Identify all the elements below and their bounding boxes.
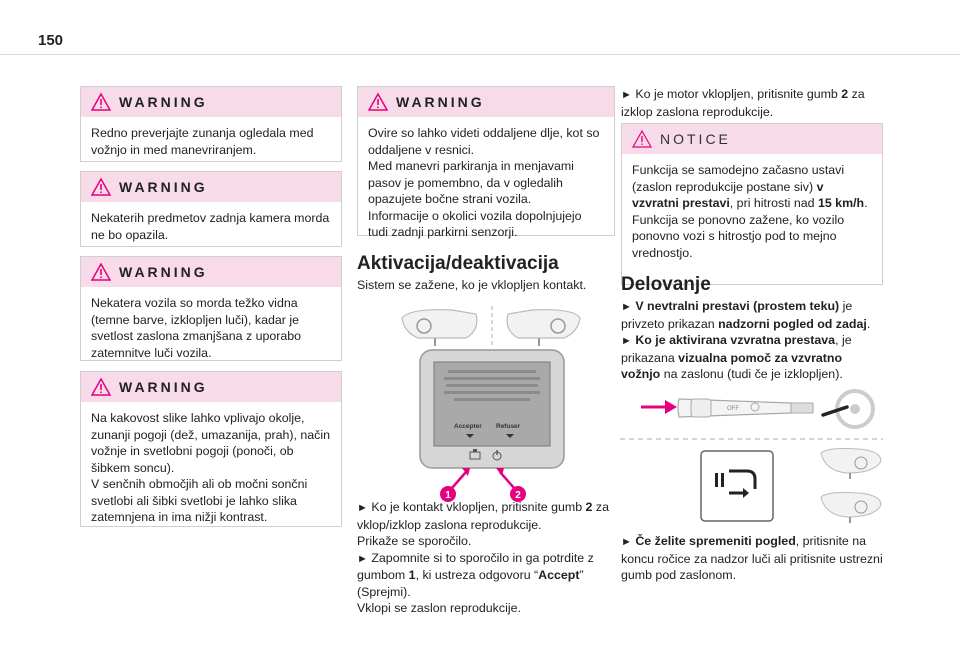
notice-triangle-icon — [632, 130, 652, 148]
warning-box-distance: WARNING Ovire so lahko videti oddaljene … — [357, 86, 615, 239]
warning-label: WARNING — [119, 379, 208, 395]
op1-text: je privzeto prikazan — [621, 299, 853, 331]
notice-text-restart: Funkcija se ponovno zažene, ko vozilo po… — [632, 212, 845, 260]
op2-bold: Ko je aktivirana vzvratna prestava — [635, 333, 836, 347]
camera-screen-illustration: Accepter Refuser 1 2 — [401, 306, 581, 502]
mirror-view-top-icon — [820, 448, 882, 479]
screen-on-line: Vklopi se zaslon reprodukcije. — [357, 601, 521, 615]
notice-label: NOTICE — [660, 131, 731, 147]
notice-text: Funkcija se samodejno začasno ustavi (za… — [622, 154, 882, 269]
op1-end: . — [866, 316, 871, 331]
notice-box: NOTICE Funkcija se samodejno začasno ust… — [621, 123, 883, 285]
warning-label: WARNING — [119, 179, 208, 195]
warning-triangle-icon — [91, 263, 111, 281]
notice-text-bold-2: 15 km/h — [817, 196, 865, 210]
op3-text: , pritisnite na koncu ročice za nadzor l… — [621, 534, 883, 582]
notice-header: NOTICE — [622, 124, 882, 154]
bullet-arrow: ► — [621, 536, 632, 548]
callout-arrow-1: 1 — [440, 468, 470, 502]
warning-triangle-icon — [368, 93, 388, 111]
bullet-arrow: ► — [357, 552, 368, 565]
warning-header: WARNING — [81, 87, 341, 117]
warning-triangle-icon — [91, 93, 111, 111]
op3-bold: Če želite spremeniti pogled — [635, 534, 796, 548]
deactivation-text-end: za izklop zaslona reprodukcije. — [621, 87, 865, 119]
power-button-icon[interactable] — [492, 450, 502, 461]
screen-refuse-label[interactable]: Refuser — [496, 423, 521, 430]
op2-text: , je prikazana — [621, 333, 852, 365]
screen-accept-label[interactable]: Accepter — [454, 423, 482, 430]
notice-text-1: Funkcija se samodejno začasno ustavi (za… — [632, 163, 845, 194]
message-line: Prikaže se sporočilo. — [357, 534, 472, 548]
warning-text: Redno preverjajte zunanja ogledala med v… — [91, 126, 314, 157]
deactivation-button-number: 2 — [841, 87, 849, 101]
camera-view-button-icon[interactable] — [700, 450, 774, 522]
bullet-arrow: ► — [357, 502, 368, 514]
camera-button-icon[interactable] — [469, 449, 481, 460]
steering-wheel-icon — [821, 389, 875, 429]
warning-label: WARNING — [119, 94, 208, 110]
warning-triangle-icon — [91, 178, 111, 196]
bullet-arrow: ► — [621, 335, 632, 347]
warning-text: Nekaterih predmetov zadnja kamera morda … — [91, 211, 330, 242]
op2-bold-2: vizualna pomoč za vzvratno vožnjo — [621, 350, 843, 382]
activation-intro: Sistem se zažene, ko je vklopljen kontak… — [357, 278, 587, 292]
notice-text-2: , pri hitrosti nad — [729, 196, 818, 210]
header-divider — [0, 54, 960, 55]
callout-number-2: 2 — [515, 490, 521, 501]
section-heading-operation: Delovanje — [621, 274, 711, 295]
notice-text-bold-1: v vzvratni prestavi — [632, 179, 824, 211]
op1-bold: V nevtralni prestavi (prostem teku) — [635, 299, 840, 313]
step2-text: Zapomnite si to sporočilo in ga potrdite… — [357, 550, 594, 583]
touch-screen-device: Accepter Refuser — [419, 349, 565, 469]
notice-text-3: . — [864, 196, 868, 210]
operation-steps: ► V nevtralni prestavi (prostem teku) je… — [621, 298, 883, 383]
warning-header: WARNING — [81, 172, 341, 202]
op1-bold-2: nadzorni pogled od zadaj — [718, 316, 867, 331]
bullet-arrow: ► — [621, 89, 632, 101]
step2-button-number: 1 — [408, 568, 416, 582]
warning-box-dimming: WARNING Nekatera vozila so morda težko v… — [80, 256, 342, 361]
step2-text-end: ” (Sprejmi). — [357, 568, 584, 599]
callout-number-1: 1 — [445, 490, 451, 501]
warning-text: Nekatera vozila so morda težko vidna (te… — [91, 296, 302, 360]
deactivation-step: ► Ko je motor vklopljen, pritisnite gumb… — [621, 86, 883, 120]
stalk-arrow — [641, 400, 677, 414]
warning-text: Na kakovost slike lahko vplivajo okolje,… — [91, 411, 331, 524]
warning-text: Ovire so lahko videti oddaljene dlje, ko… — [368, 126, 600, 239]
step1-text: Ko je kontakt vklopljen, pritisnite gumb — [371, 500, 586, 514]
section-heading-activation: Aktivacija/deaktivacija — [357, 253, 559, 274]
warning-box-image-quality: WARNING Na kakovost slike lahko vplivajo… — [80, 371, 342, 527]
op2-end: na zaslonu (tudi če je izklopljen). — [660, 367, 843, 381]
callout-arrow-2: 2 — [496, 468, 526, 502]
step2-text-mid: , ki ustreza odgovoru “ — [415, 568, 539, 582]
activation-steps: ► Ko je kontakt vklopljen, pritisnite gu… — [357, 499, 619, 617]
warning-header: WARNING — [81, 257, 341, 287]
warning-label: WARNING — [396, 94, 485, 110]
mirror-right-icon — [506, 309, 581, 346]
warning-header: WARNING — [358, 87, 614, 117]
warning-box-mirrors: WARNING Redno preverjajte zunanja ogleda… — [80, 86, 342, 162]
warning-label: WARNING — [119, 264, 208, 280]
warning-triangle-icon — [91, 378, 111, 396]
step1-button-number: 2 — [585, 500, 593, 514]
page-number: 150 — [38, 32, 64, 49]
warning-box-camera: WARNING Nekaterih predmetov zadnja kamer… — [80, 171, 342, 247]
step1-text-end: za vklop/izklop zaslona reprodukcije. — [357, 500, 609, 532]
deactivation-text: Ko je motor vklopljen, pritisnite gumb — [635, 87, 842, 101]
change-view-step: ► Če želite spremeniti pogled, pritisnit… — [621, 533, 883, 584]
mirror-view-bottom-icon — [820, 492, 882, 523]
light-stalk-icon: OFF — [677, 398, 814, 418]
warning-header: WARNING — [81, 372, 341, 402]
stalk-off-label: OFF — [727, 406, 739, 412]
bullet-arrow: ► — [621, 301, 632, 313]
step2-accept: Accept — [538, 568, 580, 582]
light-stalk-illustration: OFF — [620, 389, 883, 523]
mirror-left-icon — [401, 309, 478, 346]
